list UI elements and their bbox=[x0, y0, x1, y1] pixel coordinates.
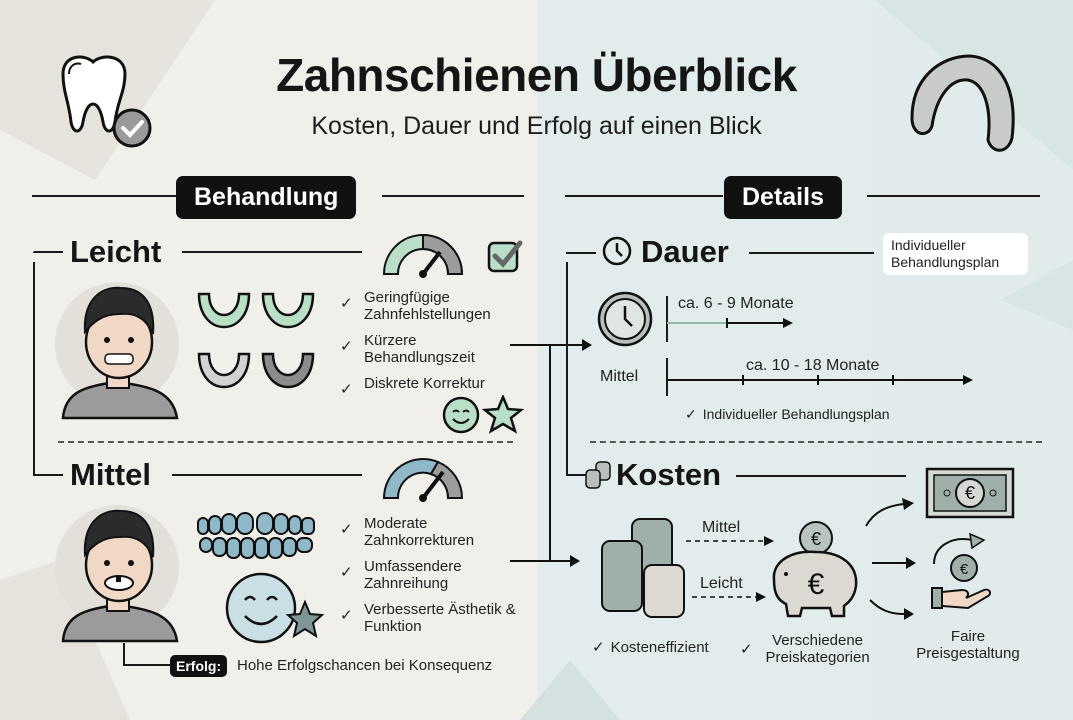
section-behandlung: Behandlung bbox=[176, 176, 357, 219]
dauer-title: Dauer bbox=[641, 234, 729, 269]
kosten-title: Kosten bbox=[616, 457, 722, 492]
clock-small-icon bbox=[602, 236, 632, 266]
left-bracket-bottom bbox=[33, 474, 63, 476]
bullet-item: ✓Kürzere Behandlungszeit bbox=[340, 332, 475, 366]
bullet-item: ✓Verbesserte Ästhetik & Funktion bbox=[340, 601, 516, 635]
smiley-star-icon bbox=[442, 395, 525, 434]
divider-left-1 bbox=[32, 195, 177, 197]
right-bracket-bottom bbox=[566, 474, 586, 476]
timeline-mittel-start bbox=[666, 358, 668, 396]
coins-small-icon bbox=[585, 461, 611, 489]
dauer-leicht-range: ca. 6 - 9 Monate bbox=[678, 295, 794, 312]
check-icon: ✓ bbox=[340, 295, 353, 312]
bullet-item: ✓Umfassendere Zahnreihung bbox=[340, 558, 462, 592]
kosten-check-2: ✓ Verschiedene Preiskategorien bbox=[740, 632, 870, 666]
check-icon: ✓ bbox=[740, 640, 753, 658]
dauer-mittel-label: Mittel bbox=[600, 368, 639, 385]
svg-text:€: € bbox=[965, 483, 975, 503]
erfolg-connector-h bbox=[123, 664, 173, 666]
flow-connectors bbox=[510, 339, 592, 567]
smiley-star-large-icon bbox=[225, 572, 325, 644]
aligner-trays-icon bbox=[197, 292, 315, 389]
divider-right-2 bbox=[867, 195, 1040, 197]
erfolg-text: Hohe Erfolgschancen bei Konsequenz bbox=[237, 657, 493, 674]
erfolg-badge: Erfolg: bbox=[170, 655, 228, 677]
check-icon: ✓ bbox=[592, 639, 605, 656]
page-subtitle: Kosten, Dauer und Erfolg auf einen Blick bbox=[311, 112, 762, 140]
patient-mittel-avatar bbox=[55, 505, 179, 643]
right-bracket-top bbox=[566, 252, 596, 254]
kosten-flow-leicht: Leicht bbox=[700, 575, 743, 592]
checkbox-icon bbox=[487, 240, 523, 273]
patient-leicht-avatar bbox=[55, 282, 179, 420]
check-icon: ✓ bbox=[340, 521, 353, 538]
leicht-rule bbox=[182, 251, 362, 253]
piggy-bank-icon: € € bbox=[772, 521, 858, 618]
svg-text:€: € bbox=[808, 568, 825, 601]
kosten-flow-mittel: Mittel bbox=[702, 519, 741, 536]
left-bracket bbox=[33, 262, 35, 474]
dauer-check: ✓Individueller Behandlungsplan bbox=[685, 406, 890, 422]
fair-price-hand-icon: € bbox=[931, 532, 992, 610]
right-bracket bbox=[566, 262, 568, 474]
coin-stacks-icon bbox=[601, 518, 685, 618]
gauge-medium-icon bbox=[382, 458, 464, 502]
kosten-output-arrows bbox=[865, 498, 916, 620]
bullet-item: ✓Diskrete Korrektur bbox=[340, 375, 485, 398]
check-icon: ✓ bbox=[685, 406, 697, 422]
divider-right-1 bbox=[565, 195, 723, 197]
mittel-title: Mittel bbox=[70, 457, 151, 492]
kosten-rule bbox=[736, 475, 906, 477]
bullet-item: ✓Moderate Zahnkorrekturen bbox=[340, 515, 475, 549]
mittel-bullets: ✓Moderate Zahnkorrekturen ✓Umfassendere … bbox=[340, 515, 530, 644]
section-dash-left bbox=[58, 441, 513, 443]
tooth-check-icon bbox=[61, 55, 152, 148]
section-dash-right bbox=[590, 441, 1042, 443]
gauge-low-icon bbox=[382, 233, 464, 278]
dauer-mittel-range: ca. 10 - 18 Monate bbox=[746, 357, 880, 374]
svg-text:€: € bbox=[960, 561, 969, 578]
timeline-leicht bbox=[667, 318, 793, 328]
timeline-mittel bbox=[667, 375, 973, 385]
dashed-arrows bbox=[686, 536, 774, 602]
aligner-tray-icon bbox=[910, 54, 1015, 152]
svg-text:€: € bbox=[811, 529, 821, 549]
left-bracket-top bbox=[33, 251, 63, 253]
divider-left-2 bbox=[382, 195, 524, 197]
kosten-check-1: ✓Kosteneffizient bbox=[592, 639, 709, 656]
check-icon: ✓ bbox=[340, 564, 353, 581]
section-details: Details bbox=[724, 176, 842, 219]
check-icon: ✓ bbox=[340, 607, 353, 624]
mittel-rule bbox=[172, 474, 362, 476]
leicht-bullets: ✓Geringfügige Zahnfehlstellungen ✓Kürzer… bbox=[340, 289, 530, 401]
erfolg-connector-v bbox=[123, 643, 125, 665]
banknote-icon: € bbox=[925, 467, 1015, 519]
check-icon: ✓ bbox=[340, 381, 353, 398]
bullet-item: ✓Geringfügige Zahnfehlstellungen bbox=[340, 289, 491, 323]
clock-large-icon bbox=[597, 291, 653, 347]
leicht-title: Leicht bbox=[70, 234, 162, 269]
teeth-icon bbox=[197, 512, 315, 559]
dauer-rule bbox=[749, 252, 874, 254]
kosten-fair: Faire Preisgestaltung bbox=[916, 628, 1020, 662]
timeline-leicht-start bbox=[666, 296, 668, 342]
page-title: Zahnschienen Überblick bbox=[276, 49, 797, 101]
dauer-note: Individueller Behandlungsplan bbox=[883, 233, 1028, 275]
check-icon: ✓ bbox=[340, 338, 353, 355]
